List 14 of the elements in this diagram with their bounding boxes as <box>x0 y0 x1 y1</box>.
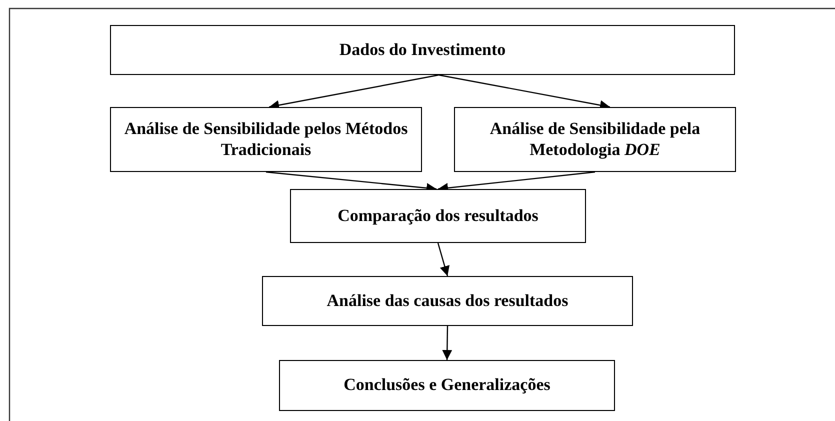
process-box <box>262 276 633 326</box>
process-box <box>110 25 735 75</box>
arrow <box>437 242 450 276</box>
arrow <box>442 326 452 360</box>
process-box <box>454 107 736 172</box>
process-box <box>279 360 615 411</box>
process-box <box>110 107 422 172</box>
box-label: Conclusões e Generalizações <box>344 375 550 396</box>
box-label: Dados do Investimento <box>339 40 506 60</box>
box-label: Análise de Sensibilidade pelos Métodos Tradicionais <box>123 119 409 160</box>
box-label: Análise das causas dos resultados <box>326 290 568 312</box>
process-box <box>290 189 586 243</box>
box-label: Análise de Sensibilidade pela Metodologia DOE <box>488 119 702 160</box>
box-label: Comparação dos resultados <box>338 206 538 226</box>
